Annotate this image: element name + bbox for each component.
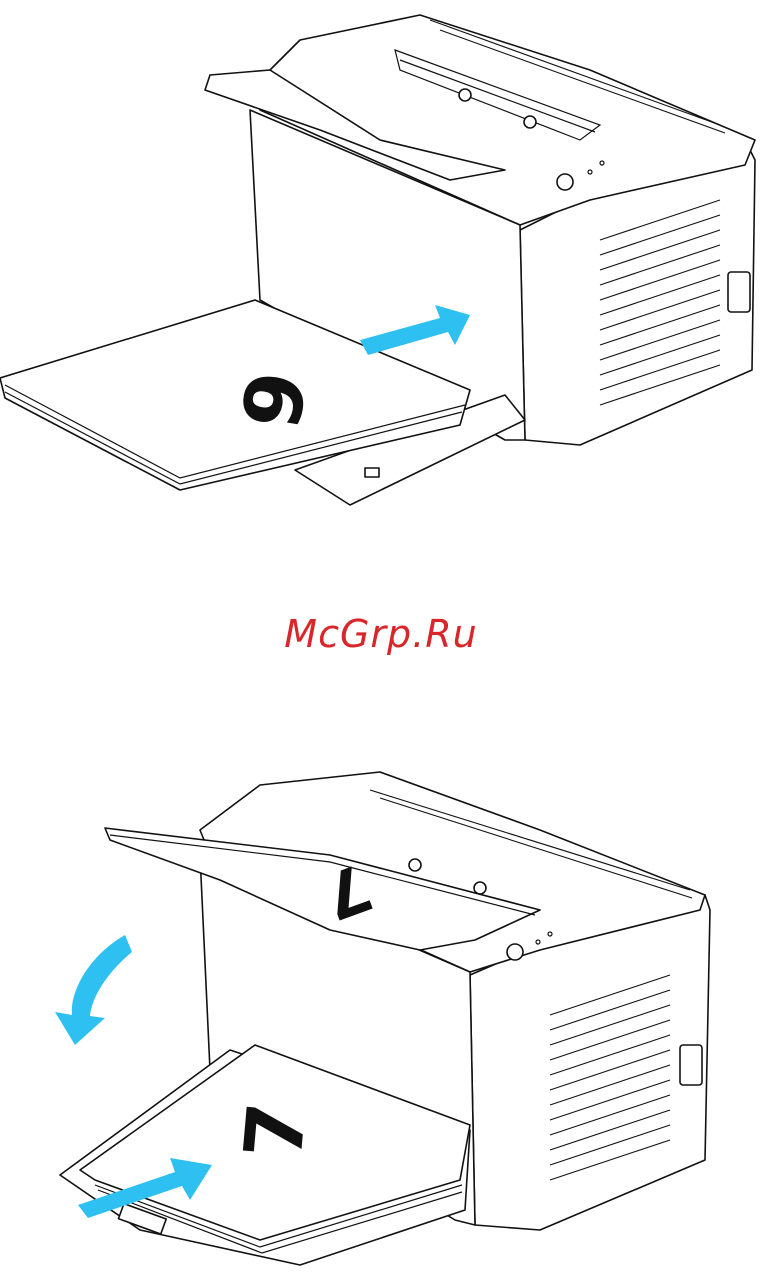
printer-illustration-tray-load: 7 7 [0,760,762,1278]
printer-drawing-top: 6 [0,0,762,520]
fold-down-arrow-icon [55,935,132,1045]
power-switch-icon [728,272,750,312]
power-button-icon [557,174,573,190]
printer-illustration-manual-feed: 6 [0,0,762,520]
power-switch-icon [680,1045,702,1085]
watermark: McGrp.Ru [0,612,762,656]
printer-drawing-bottom: 7 7 [0,760,762,1278]
power-button-icon [507,944,523,960]
paper-digit: 7 [227,1099,324,1163]
